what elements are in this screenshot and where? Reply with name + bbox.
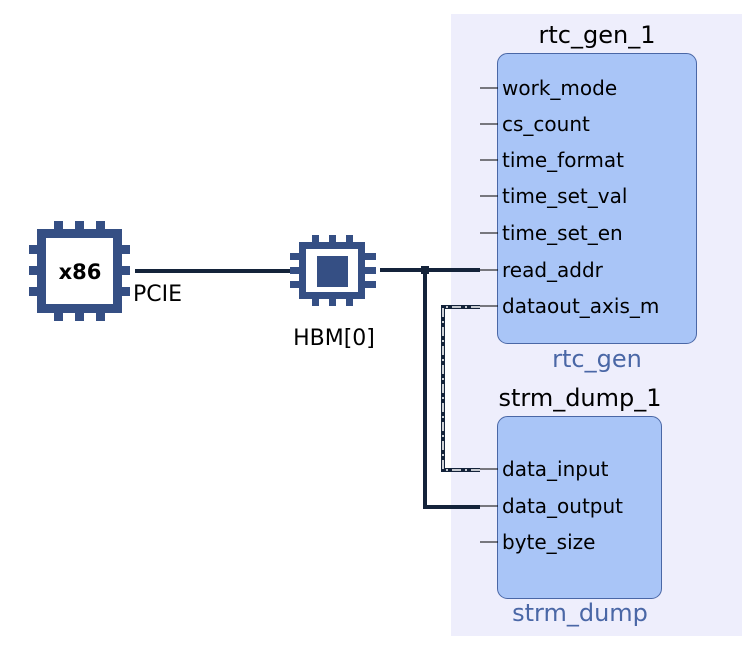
port-time-format[interactable]: time_format: [502, 148, 624, 172]
x86-host-chip-icon[interactable]: [29, 221, 130, 321]
strm-dump-type-label: strm_dump: [512, 599, 648, 627]
port-byte-size[interactable]: byte_size: [502, 530, 595, 554]
port-work-mode[interactable]: work_mode: [502, 76, 617, 100]
rtc-gen-block[interactable]: [497, 53, 697, 344]
port-cs-count[interactable]: cs_count: [502, 112, 590, 136]
port-time-set-en[interactable]: time_set_en: [502, 221, 623, 245]
port-time-set-val[interactable]: time_set_val: [502, 184, 627, 208]
port-data-output[interactable]: data_output: [502, 494, 623, 518]
strm-dump-instance-title: strm_dump_1: [498, 384, 661, 412]
pcie-link-label: PCIE: [133, 282, 182, 307]
port-data-input[interactable]: data_input: [502, 457, 609, 481]
wire-junction: [421, 266, 429, 274]
port-read-addr[interactable]: read_addr: [502, 258, 604, 282]
port-dataout-axis-m[interactable]: dataout_axis_m: [502, 294, 659, 318]
rtc-gen-instance-title: rtc_gen_1: [539, 21, 656, 49]
strm-dump-block[interactable]: [497, 416, 662, 599]
rtc-gen-ports: work_mode cs_count time_format time_set_…: [480, 76, 659, 318]
memory-bus-wire[interactable]: [380, 266, 480, 509]
x86-label: x86: [59, 260, 102, 284]
hbm-label: HBM[0]: [293, 326, 375, 351]
strm-dump-ports: data_input data_output byte_size: [480, 457, 623, 554]
axis-stream-wire[interactable]: [441, 305, 480, 472]
rtc-gen-type-label: rtc_gen: [552, 345, 642, 373]
hbm-memory-chip-icon[interactable]: [290, 235, 376, 306]
